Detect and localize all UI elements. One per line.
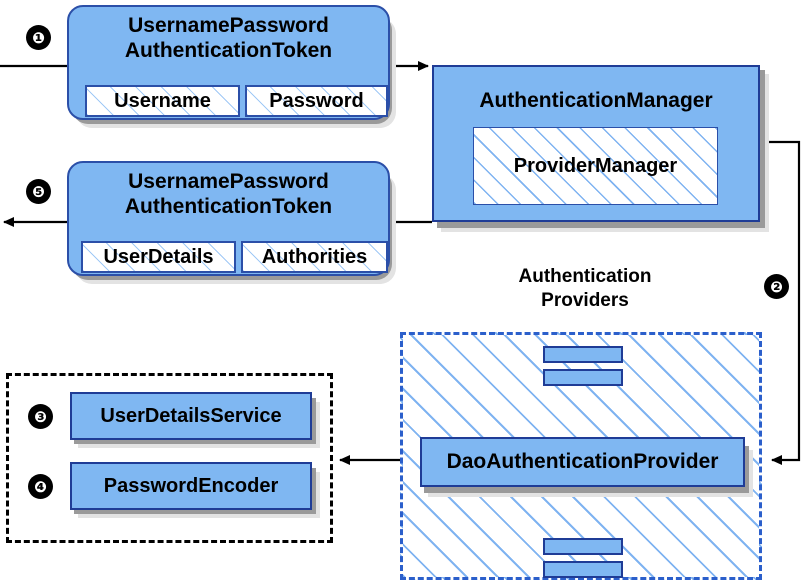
- provider-bar-bottom-2[interactable]: [543, 561, 623, 578]
- request-token-title: UsernamePassword AuthenticationToken: [69, 13, 388, 63]
- provider-bar-top-2[interactable]: [543, 369, 623, 386]
- field-password[interactable]: Password: [245, 85, 388, 117]
- step-badge-2: ❷: [765, 275, 788, 298]
- response-token-title-line1: UsernamePassword: [128, 170, 329, 193]
- step-badge-5: ❺: [27, 180, 50, 203]
- providers-caption-line1: Authentication: [518, 266, 652, 287]
- password-encoder[interactable]: PasswordEncoder: [70, 462, 312, 510]
- response-token-title: UsernamePassword AuthenticationToken: [69, 169, 388, 219]
- request-token[interactable]: UsernamePassword AuthenticationToken Use…: [67, 5, 390, 120]
- response-token[interactable]: UsernamePassword AuthenticationToken Use…: [67, 161, 390, 276]
- dao-authentication-provider[interactable]: DaoAuthenticationProvider: [420, 437, 745, 487]
- step-badge-1: ❶: [27, 26, 50, 49]
- provider-bar-bottom-1[interactable]: [543, 538, 623, 555]
- field-authorities[interactable]: Authorities: [241, 241, 388, 273]
- authentication-manager[interactable]: AuthenticationManager ProviderManager: [432, 65, 760, 222]
- response-token-title-line2: AuthenticationToken: [124, 195, 333, 218]
- provider-bar-top-1[interactable]: [543, 346, 623, 363]
- field-username[interactable]: Username: [85, 85, 240, 117]
- request-token-title-line2: AuthenticationToken: [124, 39, 333, 62]
- step-badge-3: ❸: [29, 405, 52, 428]
- providers-caption-line2: Providers: [541, 290, 629, 311]
- authentication-manager-label: AuthenticationManager: [479, 89, 713, 112]
- userdetails-service[interactable]: UserDetailsService: [70, 392, 312, 440]
- provider-manager[interactable]: ProviderManager: [473, 127, 718, 205]
- support-beans-group: [6, 373, 333, 543]
- request-token-title-line1: UsernamePassword: [128, 14, 329, 37]
- providers-caption: Authentication Providers: [470, 265, 700, 313]
- field-userdetails[interactable]: UserDetails: [81, 241, 236, 273]
- step-badge-4: ❹: [29, 475, 52, 498]
